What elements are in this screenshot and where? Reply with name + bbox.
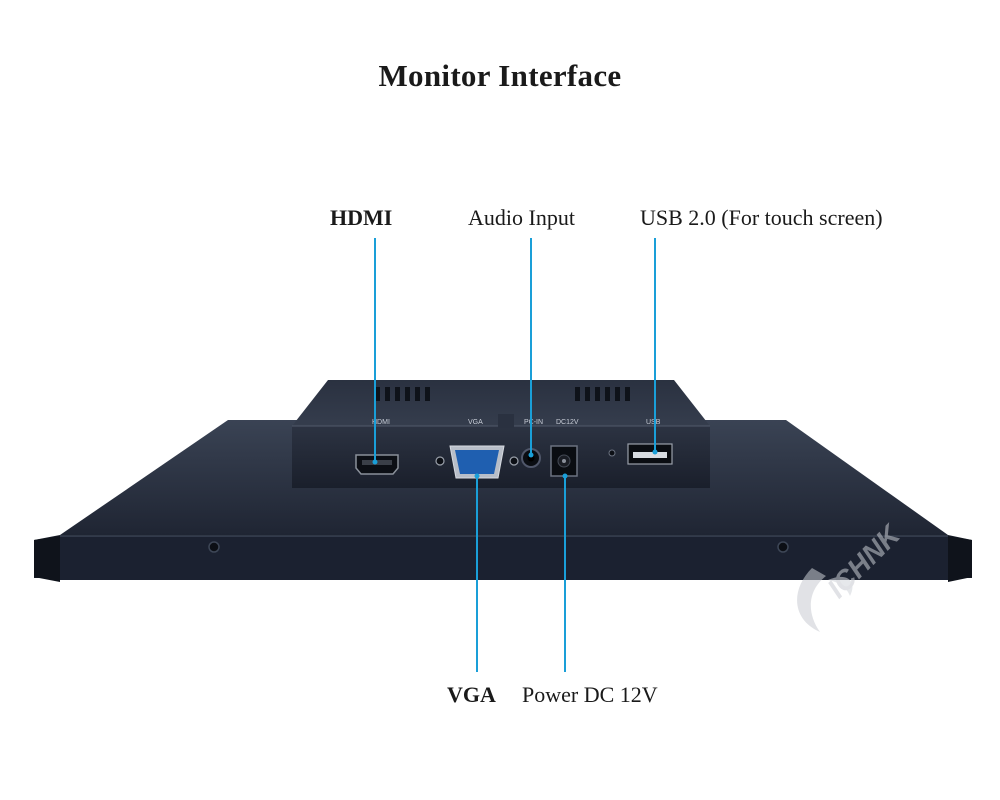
page-title: Monitor Interface: [378, 58, 622, 93]
power-leader-dot: [562, 473, 568, 479]
vga-port: [435, 445, 519, 479]
audio-leader-dot: [528, 452, 534, 458]
vga-marking: VGA: [468, 419, 483, 426]
hdmi-marking: HDMI: [372, 419, 390, 426]
screw-left: [208, 541, 220, 553]
audio-marking: PC-IN: [524, 419, 543, 426]
usb-port: [608, 443, 673, 465]
usb-label: USB 2.0 (For touch screen): [640, 205, 883, 230]
usb-marking: USB: [646, 419, 661, 426]
vga-leader-dot: [474, 473, 480, 479]
interface-box: [292, 380, 710, 488]
hdmi-port: [355, 454, 399, 475]
screw-right: [777, 541, 789, 553]
audio-input-label: Audio Input: [468, 205, 575, 230]
usb-leader-dot: [652, 449, 658, 455]
power-jack: [550, 445, 578, 477]
leader-lines: [374, 238, 656, 672]
hdmi-label: HDMI: [330, 205, 393, 230]
power-marking: DC12V: [556, 419, 579, 426]
hdmi-leader-dot: [372, 459, 378, 465]
power-label: Power DC 12V: [522, 682, 658, 707]
vga-label: VGA: [447, 682, 496, 707]
